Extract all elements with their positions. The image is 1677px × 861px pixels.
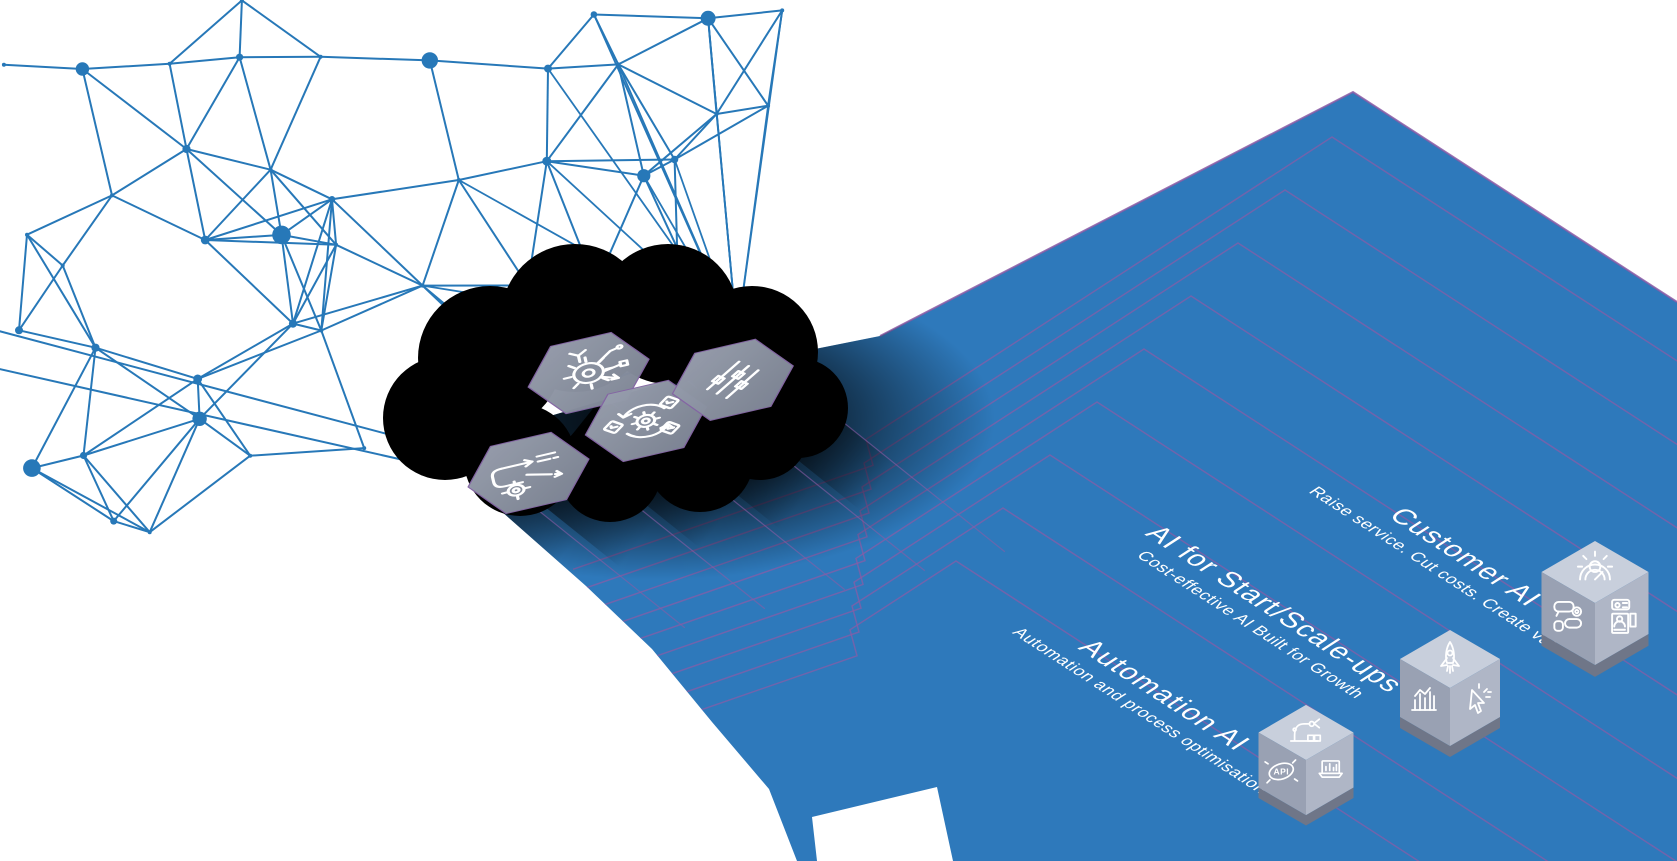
api-label: API <box>1273 766 1289 776</box>
cube-start-scale-ups <box>1400 630 1500 757</box>
hexagon-tile <box>584 379 708 463</box>
service-cubes: API <box>1258 540 1649 826</box>
cube-automation-ai: API <box>1258 704 1354 826</box>
settings-sliders-icon <box>705 360 760 399</box>
ai-gear-icon <box>562 344 630 390</box>
chat-bubbles-icon <box>1553 600 1583 632</box>
cursor-spark-icon <box>1469 683 1492 714</box>
process-cycle-icon <box>602 395 681 439</box>
person-insight-icon <box>1576 550 1614 581</box>
hexagon-cluster <box>467 331 795 515</box>
bar-chart-icon <box>1411 687 1437 711</box>
id-card-icon <box>1611 598 1637 634</box>
robot-arm-icon <box>1289 718 1322 742</box>
cube-customer-ai <box>1541 540 1649 677</box>
hexagon-tile <box>467 431 590 515</box>
ramp-edge-line <box>879 90 1677 337</box>
laptop-chart-icon <box>1318 760 1343 778</box>
process-flow-icon <box>490 451 564 501</box>
api-icon: API <box>1264 759 1299 784</box>
rocket-icon <box>1440 641 1460 674</box>
